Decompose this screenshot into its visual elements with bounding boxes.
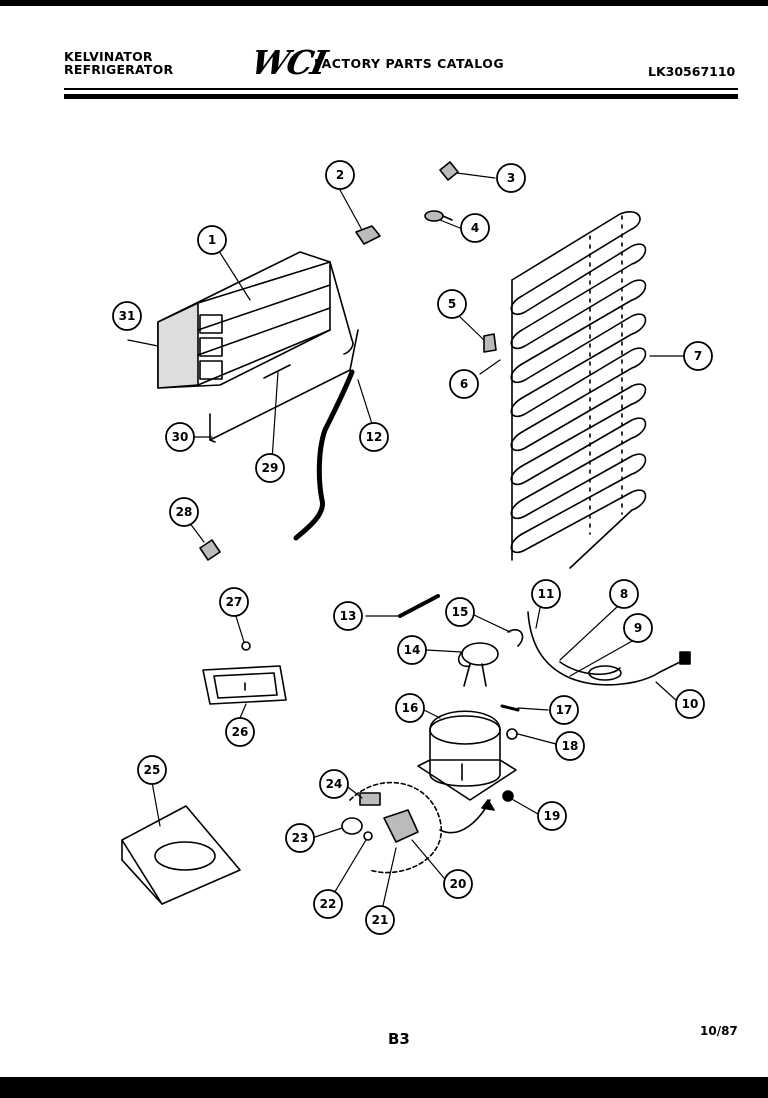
callout-1: 1 <box>197 225 227 255</box>
callout-16: 16 <box>395 693 425 723</box>
callout-13: 13 <box>333 601 363 631</box>
callout-17: 17 <box>549 695 579 725</box>
callout-label: 9 <box>634 621 642 635</box>
callout-6: 6 <box>449 369 479 399</box>
callout-15: 15 <box>445 597 475 627</box>
callout-22: 22 <box>313 889 343 919</box>
bolt-part <box>500 704 520 712</box>
callout-label: 31 <box>119 309 136 323</box>
brand-line-2: REFRIGERATOR <box>64 62 174 77</box>
callout-label: 26 <box>232 725 249 739</box>
brand-line-1: KELVINATOR <box>64 49 153 64</box>
callout-27: 27 <box>219 587 249 617</box>
grommet-part <box>241 641 251 651</box>
callout-4: 4 <box>460 213 490 243</box>
callout-label: 15 <box>452 605 469 619</box>
compressor <box>417 710 517 801</box>
callout-label: 29 <box>262 461 279 475</box>
callout-label: 20 <box>450 877 467 891</box>
callout-label: 27 <box>226 595 243 609</box>
callout-label: 13 <box>340 609 357 623</box>
filter-dryer <box>398 594 440 618</box>
callout-8: 8 <box>609 579 639 609</box>
callout-label: 16 <box>402 701 419 715</box>
callout-26: 26 <box>225 717 255 747</box>
callout-24: 24 <box>319 769 349 799</box>
wiring-harness <box>527 611 691 686</box>
callout-label: 24 <box>326 777 343 791</box>
callout-label: 23 <box>292 831 309 845</box>
callout-5: 5 <box>437 289 467 319</box>
callout-label: 11 <box>538 587 555 601</box>
callout-23: 23 <box>285 823 315 853</box>
callout-31: 31 <box>112 301 142 331</box>
drain-tube <box>293 369 355 541</box>
callout-label: 5 <box>448 297 456 311</box>
callout-group: 1 2 3 4 5 6 7 8 9 10 11 12 13 14 15 16 1… <box>112 160 713 935</box>
model-number: LK30567110 <box>648 64 736 79</box>
callout-12: 12 <box>359 422 389 452</box>
heater-wire <box>263 364 291 379</box>
callout-11: 11 <box>531 579 561 609</box>
catalog-title: FACTORY PARTS CATALOG <box>314 56 505 71</box>
callout-label: 18 <box>562 739 579 753</box>
condenser-coil <box>510 211 647 569</box>
header-rule-thin <box>64 88 738 90</box>
callout-label: 14 <box>404 643 421 657</box>
callout-label: 30 <box>172 430 189 444</box>
capacitor-bracket <box>507 629 524 647</box>
callout-18: 18 <box>555 731 585 761</box>
callout-label: 25 <box>144 763 161 777</box>
callout-label: 28 <box>176 505 193 519</box>
callout-30: 30 <box>165 422 195 452</box>
bottom-border-bar <box>0 1077 768 1098</box>
top-border-bar <box>0 0 768 6</box>
drain-trough <box>209 329 359 443</box>
washer-part <box>506 728 518 740</box>
callout-label: 19 <box>544 809 561 823</box>
callout-2: 2 <box>325 160 355 190</box>
clip-part <box>355 225 381 245</box>
screw-part <box>424 210 453 222</box>
callout-9: 9 <box>623 613 653 643</box>
callout-label: 21 <box>372 913 389 927</box>
callout-label: 2 <box>336 168 344 182</box>
callout-19: 19 <box>537 801 567 831</box>
callout-label: 1 <box>208 233 216 247</box>
callout-label: 17 <box>556 703 573 717</box>
clamp-part <box>439 161 459 181</box>
header-rule-thick <box>64 94 738 99</box>
callout-label: 3 <box>507 171 515 185</box>
compressor-base-plate <box>121 805 241 905</box>
callout-label: 12 <box>366 430 383 444</box>
callout-7: 7 <box>683 341 713 371</box>
bracket-part <box>483 333 497 353</box>
callout-29: 29 <box>255 453 285 483</box>
callout-label: 10 <box>682 697 699 711</box>
brand-block: KELVINATOR REFRIGERATOR <box>64 50 173 76</box>
callout-label: 6 <box>460 377 468 391</box>
callout-label: 4 <box>471 221 479 235</box>
capacitor-part <box>458 642 499 687</box>
evaporator-assembly <box>157 251 354 389</box>
callout-14: 14 <box>397 635 427 665</box>
drain-clip-part <box>199 539 221 561</box>
callout-label: 7 <box>694 349 702 363</box>
callout-3: 3 <box>496 163 526 193</box>
leader-lines <box>127 172 686 911</box>
callout-10: 10 <box>675 689 705 719</box>
callout-20: 20 <box>443 869 473 899</box>
callout-28: 28 <box>169 497 199 527</box>
electrical-group <box>341 781 495 874</box>
callout-21: 21 <box>365 905 395 935</box>
callout-label: 22 <box>320 897 337 911</box>
page-label: B3 <box>388 1030 410 1048</box>
catalog-date: 10/87 <box>700 1024 738 1038</box>
drain-pan <box>202 665 287 705</box>
callout-25: 25 <box>137 755 167 785</box>
callout-label: 8 <box>620 587 628 601</box>
